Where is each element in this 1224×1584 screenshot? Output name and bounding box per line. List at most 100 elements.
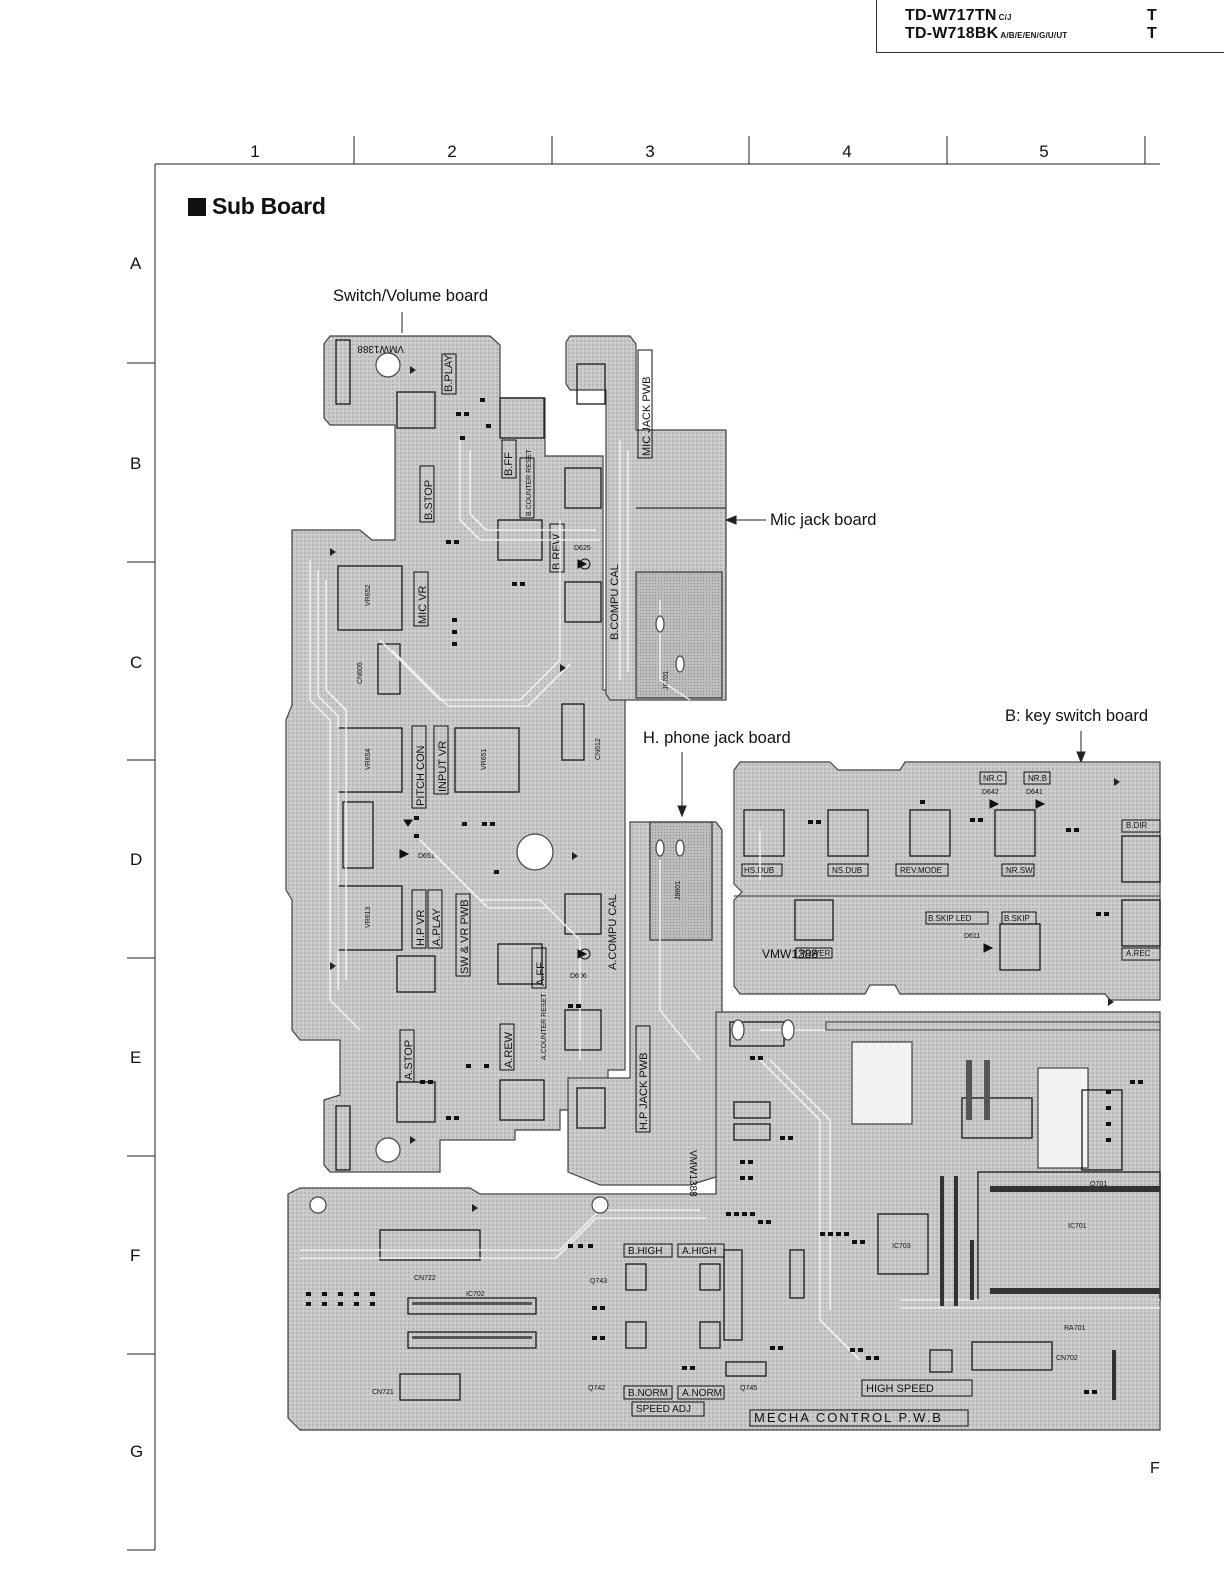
label-a-compu-cal: A.COMPU CAL <box>607 894 619 970</box>
label-ra701: RA701 <box>1064 1325 1086 1332</box>
edge-glyph-1: T <box>1147 7 1157 24</box>
label-mic-jack-pwb: MIC JACK PWB <box>641 377 653 456</box>
mounting-holes <box>309 352 795 1214</box>
grid-col-3: 3 <box>645 142 655 161</box>
mic-jack-board <box>565 335 727 701</box>
label-vr652: VR652 <box>365 584 372 606</box>
callout-switch-volume-board: Switch/Volume board <box>333 287 489 305</box>
grid-row-e: E <box>130 1048 142 1067</box>
label-b-ff: B.FF <box>503 452 515 476</box>
smd-components <box>306 398 1143 1394</box>
label-input-vr: INPUT VR <box>437 741 449 792</box>
label-pitch-con: PITCH CON <box>415 745 427 806</box>
label-speed-adj: SPEED ADJ <box>636 1404 691 1415</box>
grid-col-1: 1 <box>250 142 260 161</box>
callout-key-switch-board: B: key switch board <box>1005 707 1149 725</box>
label-j8601: J8601 <box>675 881 682 900</box>
label-ic701: IC701 <box>1068 1223 1087 1230</box>
label-d642: D642 <box>982 789 999 796</box>
silkscreen-labels: B.PLAY B.STOP B.FF B.COUNTER RESET B.REW… <box>357 343 1151 1425</box>
footer-glyph: F <box>1150 1460 1160 1477</box>
label-q742: Q742 <box>588 1385 605 1392</box>
label-hp-jack-pwb: H.P JACK PWB <box>638 1053 650 1130</box>
label-nr-sw: NR.SW <box>1006 866 1033 875</box>
copper-traces <box>300 440 1160 1361</box>
label-ic702: IC702 <box>466 1291 485 1298</box>
label-d606: D606 <box>570 973 587 980</box>
model-2-suffix: A/B/E/EN/G/U/UT <box>1000 31 1068 40</box>
label-hp-vr: H.P VR <box>415 909 427 946</box>
callout-phone-jack-board: H. phone jack board <box>643 729 791 747</box>
callout-leaders <box>401 312 1086 818</box>
label-d641: D641 <box>1026 789 1043 796</box>
registration-marks <box>330 366 1120 1212</box>
label-vr654: VR654 <box>365 748 372 770</box>
label-b-norm: B.NORM <box>628 1388 668 1399</box>
grid-row-a: A <box>130 254 142 273</box>
label-cn612: CN612 <box>595 738 602 760</box>
label-rev-mode: REV.MODE <box>900 866 942 875</box>
label-d611: D611 <box>964 933 980 940</box>
diodes <box>399 558 1046 960</box>
label-vr651: VR651 <box>481 748 488 770</box>
label-mecha-control-pwb: MECHA CONTROL P.W.B <box>754 1410 943 1425</box>
label-a-norm: A.NORM <box>682 1388 722 1399</box>
label-j8701: J8701 <box>663 671 670 690</box>
mecha-control-board <box>287 1011 1161 1431</box>
page-title: Sub Board <box>188 193 326 220</box>
label-b-high: B.HIGH <box>628 1246 662 1257</box>
label-cn605: CN605 <box>357 662 364 684</box>
grid-col-2: 2 <box>447 142 457 161</box>
label-ns-dub: NS.DUB <box>832 866 862 875</box>
label-cn721: CN721 <box>372 1389 394 1396</box>
label-a-rec: A.REC <box>1126 949 1151 958</box>
grid-col-5: 5 <box>1039 142 1049 161</box>
grid-row-b: B <box>130 454 142 473</box>
label-b-skip-led: B.SKIP LED <box>928 914 972 923</box>
label-a-stop: A.STOP <box>403 1040 415 1080</box>
label-a-ff: A.FF <box>535 962 547 986</box>
label-nr-c: NR.C <box>983 774 1003 783</box>
label-b-counter-reset: B.COUNTER RESET <box>526 449 533 516</box>
label-high-speed: HIGH SPEED <box>866 1383 934 1395</box>
label-b-rew: B.REW <box>551 533 563 570</box>
model-2-text: TD-W718BK <box>905 25 999 42</box>
model-1-text: TD-W717TN <box>905 7 997 24</box>
label-b-play: B.PLAY <box>443 354 455 392</box>
grid-col-4: 4 <box>842 142 852 161</box>
grid-row-f: F <box>130 1246 141 1265</box>
label-b-skip: B.SKIP <box>1004 914 1030 923</box>
label-d625: D625 <box>574 545 591 552</box>
connector-strip <box>412 1021 1161 1400</box>
label-a-play: A.PLAY <box>431 908 443 946</box>
grid-row-c: C <box>130 653 143 672</box>
label-a-high: A.HIGH <box>682 1246 716 1257</box>
callout-mic-jack-board: Mic jack board <box>770 511 877 529</box>
label-vmw1388-phone: VMW1388 <box>687 1150 698 1197</box>
grid-row-g: G <box>130 1442 144 1461</box>
label-b-stop: B.STOP <box>423 480 435 520</box>
label-nr-b: NR.B <box>1028 774 1047 783</box>
model-1-suffix: C/J <box>998 13 1012 22</box>
label-a-rew: A.REW <box>503 1031 515 1068</box>
label-a-counter-reset: A.COUNTER RESET <box>541 993 548 1060</box>
label-vr613: VR613 <box>365 906 372 928</box>
label-d651: D651 <box>418 853 435 860</box>
label-q745: Q745 <box>740 1385 757 1392</box>
grid-row-d: D <box>130 850 143 869</box>
label-cn722: CN722 <box>414 1275 436 1282</box>
label-b-compu-cal: B.COMPU CAL <box>609 564 621 640</box>
label-cn702: CN702 <box>1056 1355 1078 1362</box>
label-sw-vr-pwb: SW & VR PWB <box>459 899 471 974</box>
label-q743: Q743 <box>590 1278 607 1285</box>
label-mic-vr: MIC VR <box>417 585 429 624</box>
label-b-dir: B.DIR <box>1126 821 1148 830</box>
label-vmw1388-top: VMW1388 <box>357 343 404 354</box>
title-square-icon <box>188 198 206 216</box>
key-switch-board <box>733 761 1161 1001</box>
label-ic703: IC703 <box>892 1243 911 1250</box>
